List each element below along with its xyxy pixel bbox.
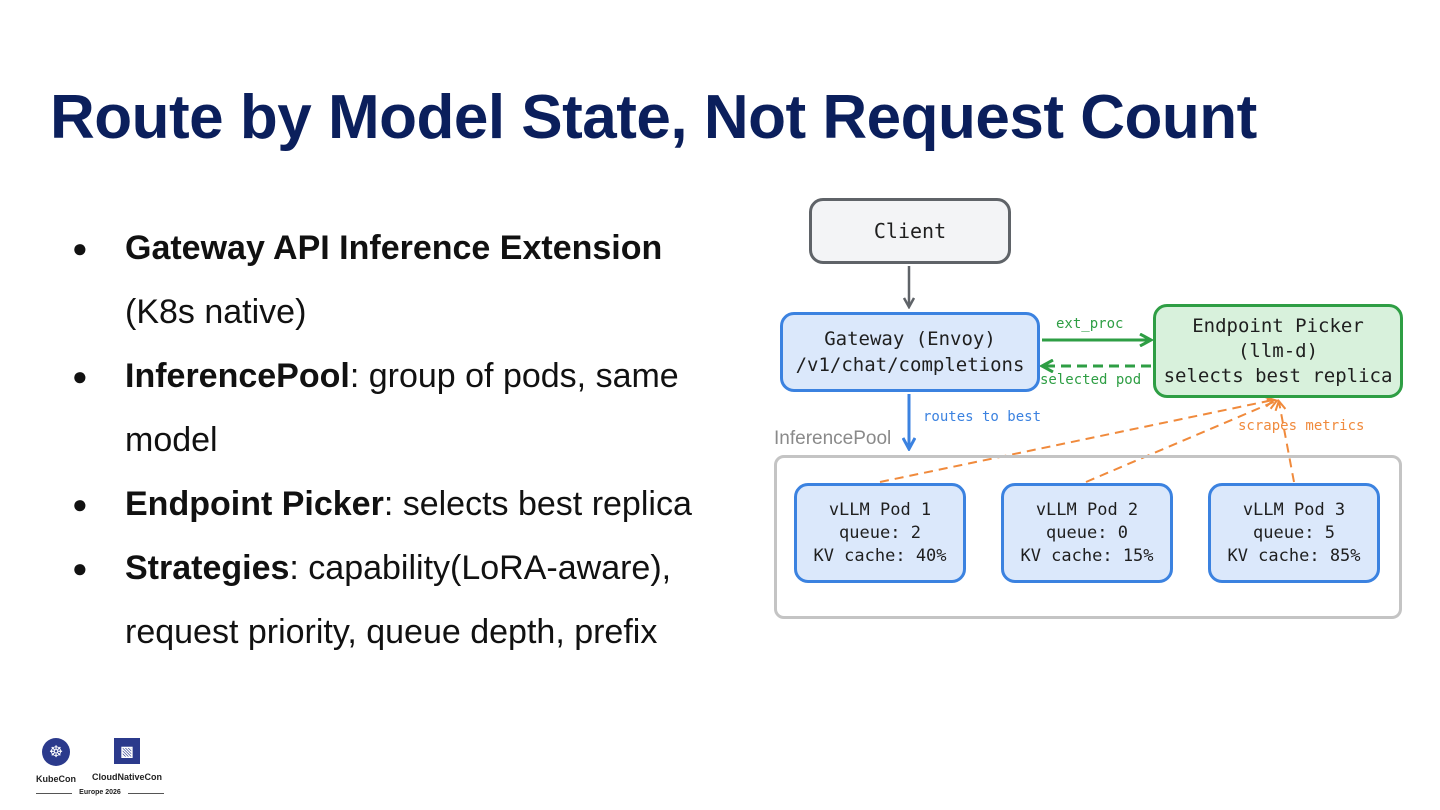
edge-scrape-pod2 — [1085, 401, 1276, 483]
pod-queue: queue: 5 — [1253, 522, 1335, 543]
edge-scrape-pod3 — [1279, 402, 1295, 483]
pod-kv-cache: KV cache: 85% — [1227, 545, 1361, 566]
pod-kv-cache: KV cache: 15% — [1020, 545, 1154, 566]
bullet-text-cont: model — [125, 421, 218, 459]
bullet-item: ● Endpoint Picker: selects best replica — [72, 472, 752, 536]
picker-desc: selects best replica — [1163, 364, 1393, 387]
bullet-dot: ● — [72, 553, 88, 583]
bullet-text: : group of pods, same — [349, 357, 679, 395]
pod-name: vLLM Pod 2 — [1035, 499, 1139, 520]
diagram-edges — [879, 266, 1295, 483]
bullet-bold: Gateway API Inference Extension — [125, 229, 663, 267]
bullet-bold: Endpoint Picker — [125, 485, 384, 523]
gateway-node: Gateway (Envoy) /v1/chat/completions — [780, 312, 1040, 392]
edge-label-ext-proc: ext_proc — [1056, 316, 1124, 332]
picker-label: Endpoint Picker — [1192, 314, 1364, 337]
kubecon-text: KubeCon — [36, 774, 76, 784]
edge-label-routes-to-best: routes to best — [923, 409, 1042, 425]
architecture-diagram: Client Gateway (Envoy) /v1/chat/completi… — [768, 190, 1413, 630]
edge-label-scrapes-metrics: scrapes metrics — [1238, 418, 1365, 434]
edge-scrape-pod1 — [879, 400, 1273, 483]
bullet-dot: ● — [72, 361, 88, 391]
cncf-icon: ▧ — [114, 738, 140, 764]
gateway-label: Gateway (Envoy) — [824, 328, 996, 350]
bullet-item: ● Gateway API Inference Extension (K8s n… — [72, 216, 752, 344]
gateway-path: /v1/chat/completions — [795, 354, 1025, 376]
pod-kv-cache: KV cache: 40% — [813, 545, 947, 566]
pod-queue: queue: 2 — [839, 522, 921, 543]
bullet-text: : selects best replica — [383, 485, 692, 523]
bullet-bold: Strategies — [125, 549, 290, 587]
bullet-text: : capability(LoRA-aware), — [289, 549, 672, 587]
client-node: Client — [809, 198, 1011, 264]
bullet-text-cont: (K8s native) — [125, 293, 307, 331]
inference-pool-group — [774, 455, 1402, 619]
picker-impl: (llm-d) — [1237, 339, 1319, 362]
helm-wheel-icon: ☸ — [42, 738, 70, 766]
slide-title: Route by Model State, Not Request Count — [50, 83, 1257, 152]
event-name: Europe 2026 — [34, 789, 166, 796]
kubecon-logo: ☸ KubeCon — [34, 738, 78, 784]
pod-node: vLLM Pod 2 queue: 0 KV cache: 15% — [1001, 483, 1173, 583]
cloudnativecon-logo: ▧ CloudNativeCon — [89, 738, 165, 782]
bullet-bold: InferencePool — [125, 357, 350, 395]
bullet-list: ● Gateway API Inference Extension (K8s n… — [72, 216, 752, 664]
inference-pool-label: InferencePool — [774, 428, 892, 449]
pod-queue: queue: 0 — [1046, 522, 1128, 543]
pod-name: vLLM Pod 1 — [828, 499, 932, 520]
bullet-text-cont: request priority, queue depth, prefix — [125, 613, 658, 651]
pod-node: vLLM Pod 1 queue: 2 KV cache: 40% — [794, 483, 966, 583]
pod-name: vLLM Pod 3 — [1242, 499, 1346, 520]
cloudnativecon-text: CloudNativeCon — [91, 772, 162, 782]
bullet-item: ● Strategies: capability(LoRA-aware), re… — [72, 536, 752, 664]
edge-label-selected-pod: selected pod — [1040, 372, 1142, 388]
pod-node: vLLM Pod 3 queue: 5 KV cache: 85% — [1208, 483, 1380, 583]
bullet-dot: ● — [72, 489, 88, 519]
bullet-item: ● InferencePool: group of pods, same mod… — [72, 344, 752, 472]
bullet-dot: ● — [72, 233, 88, 263]
endpoint-picker-node: Endpoint Picker (llm-d) selects best rep… — [1153, 304, 1403, 398]
client-label: Client — [873, 219, 947, 243]
event-logos: ☸ KubeCon ▧ CloudNativeCon Europe 2026 — [34, 738, 166, 800]
